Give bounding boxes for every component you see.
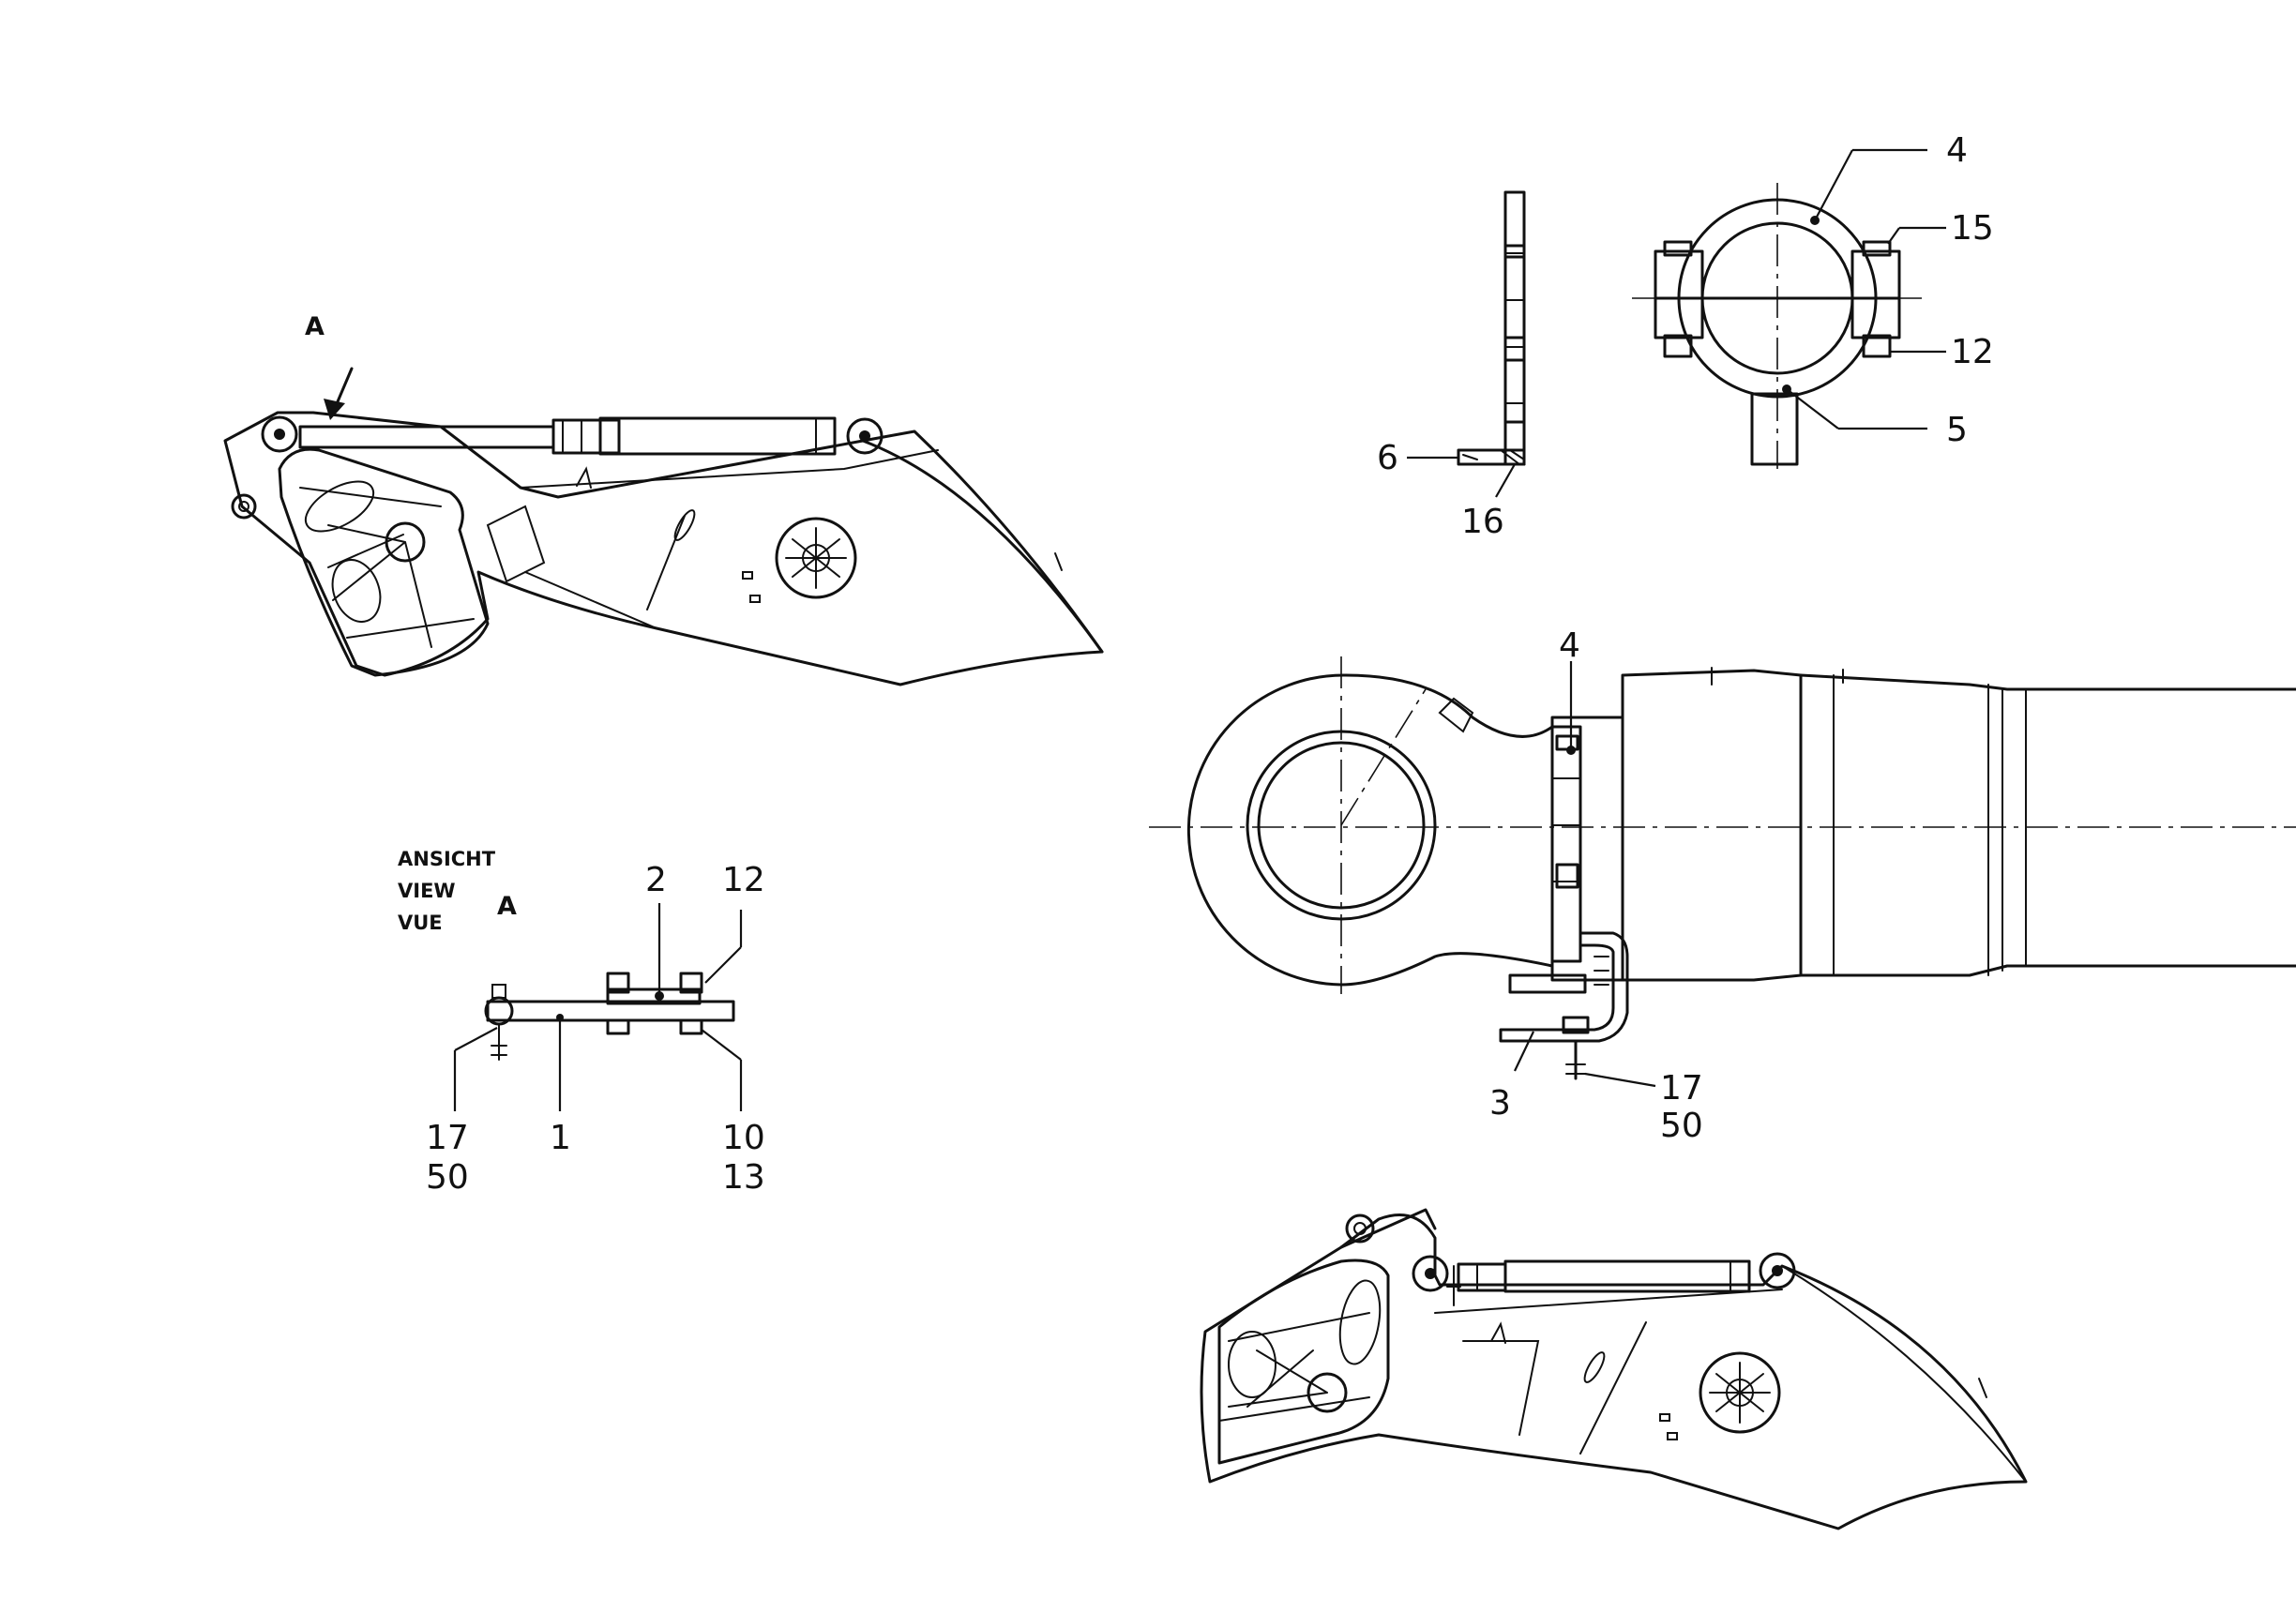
- callout-16: 16: [1461, 463, 1516, 541]
- callout-label-50-left: 50: [426, 1158, 469, 1197]
- view-label-vue: VUE: [398, 912, 443, 934]
- callout-5: 5: [1782, 384, 1968, 449]
- view-a-label: ANSICHT VIEW VUE A: [398, 848, 517, 934]
- callout-label-16: 16: [1461, 503, 1504, 541]
- callout-label-10: 10: [722, 1119, 765, 1157]
- callout-4-top: 4: [1810, 131, 1968, 225]
- callout-10-13: 10 13: [701, 1029, 765, 1197]
- callout-label-5: 5: [1946, 411, 1968, 449]
- arrow-label-a: A: [305, 312, 325, 341]
- callout-17-50-left: 17 50: [426, 1027, 498, 1197]
- callout-2: 2: [645, 861, 667, 1001]
- callout-1: 1: [550, 1014, 571, 1157]
- view-arrow-a: A: [305, 312, 354, 420]
- callout-17-50-right: 17 50: [1584, 1069, 1703, 1145]
- callout-15: 15: [1887, 209, 1994, 248]
- callout-label-17-left: 17: [426, 1119, 469, 1157]
- callout-label-13: 13: [722, 1158, 765, 1197]
- ripper-assembly-bottom: [1200, 1208, 2028, 1530]
- callout-3: 3: [1489, 1031, 1534, 1123]
- callout-label-6: 6: [1377, 439, 1398, 477]
- callout-4-mid: 4: [1559, 626, 1580, 755]
- cylinder-rod-end: [1149, 656, 2296, 1080]
- callout-label-15: 15: [1951, 209, 1994, 248]
- callout-label-50-right: 50: [1660, 1107, 1703, 1145]
- ripper-assembly-top: [223, 411, 1104, 686]
- callout-label-12-left: 12: [722, 861, 765, 899]
- clamp-front-view: [1632, 183, 1923, 469]
- callout-12-left: 12: [704, 861, 765, 984]
- clamp-side-view: [1457, 190, 1526, 466]
- callout-label-4-mid: 4: [1559, 626, 1580, 665]
- callout-label-4-top: 4: [1946, 131, 1968, 170]
- view-a-detail: [484, 972, 735, 1061]
- callout-12-top: 12: [1890, 333, 1994, 371]
- callout-label-12-top: 12: [1951, 333, 1994, 371]
- view-label-view: VIEW: [398, 880, 456, 902]
- callout-6: 6: [1377, 439, 1458, 477]
- callout-label-17-right: 17: [1660, 1069, 1703, 1108]
- view-label-letter: A: [497, 892, 517, 921]
- view-label-ansicht: ANSICHT: [398, 848, 496, 870]
- callout-label-3: 3: [1489, 1084, 1511, 1123]
- callout-label-2: 2: [645, 861, 667, 899]
- callout-label-1: 1: [550, 1119, 571, 1157]
